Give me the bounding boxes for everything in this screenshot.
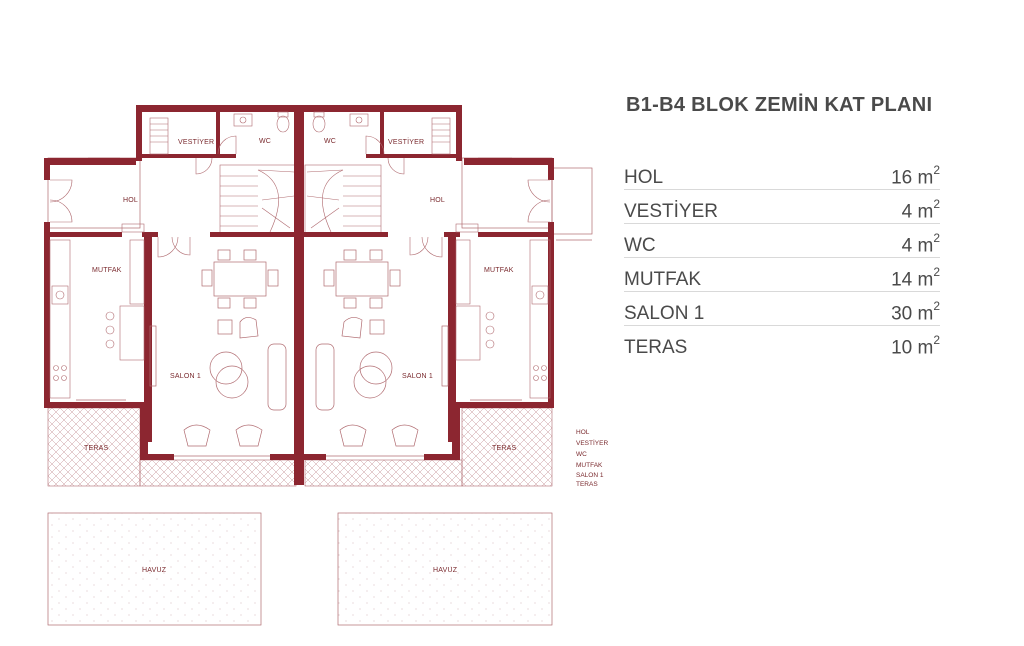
page-title: B1-B4 BLOK ZEMİN KAT PLANI xyxy=(626,94,933,116)
area-row-teras: TERAS 10 m2 xyxy=(624,326,940,359)
pool-left xyxy=(47,512,262,626)
plan-label-hol-right: HOL xyxy=(430,197,445,204)
area-row-vestiyer: VESTİYER 4 m2 xyxy=(624,190,940,224)
area-row-mutfak: MUTFAK 14 m2 xyxy=(624,258,940,292)
plan-label-teras-left: TERAS xyxy=(84,445,108,452)
area-value: 16 m2 xyxy=(891,163,940,189)
legend-item: VESTİYER xyxy=(576,438,608,447)
legend-item: MUTFAK xyxy=(576,462,603,469)
area-row-hol: HOL 16 m2 xyxy=(624,156,940,190)
area-room-name: TERAS xyxy=(624,337,688,359)
area-value: 14 m2 xyxy=(891,265,940,291)
area-room-name: WC xyxy=(624,235,656,257)
area-value: 30 m2 xyxy=(891,299,940,325)
terrace-strip-right xyxy=(304,459,463,487)
plan-label-mutfak-right: MUTFAK xyxy=(484,267,514,274)
plan-label-mutfak-left: MUTFAK xyxy=(92,267,122,274)
plan-label-wc-right: WC xyxy=(324,138,336,145)
area-room-name: VESTİYER xyxy=(624,201,718,223)
legend-item: TERAS xyxy=(576,481,598,488)
terrace-strip-left xyxy=(139,459,297,487)
legend-item: SALON 1 xyxy=(576,472,604,479)
plan-label-vestiyer-right: VESTİYER xyxy=(388,137,424,146)
plan-label-havuz-left: HAVUZ xyxy=(142,567,167,574)
area-value: 4 m2 xyxy=(901,197,940,223)
plan-label-vestiyer-left: VESTİYER xyxy=(178,137,214,146)
area-value: 4 m2 xyxy=(901,231,940,257)
pool-right xyxy=(337,512,553,626)
plan-label-havuz-right: HAVUZ xyxy=(433,567,458,574)
plan-label-wc-left: WC xyxy=(259,138,271,145)
legend-item: WC xyxy=(576,451,587,458)
terrace-right xyxy=(461,407,553,487)
plan-label-hol-left: HOL xyxy=(123,197,138,204)
legend-item: HOL xyxy=(576,429,590,436)
plan-label-teras-right: TERAS xyxy=(492,445,516,452)
area-room-name: SALON 1 xyxy=(624,303,705,325)
plan-label-salon-left: SALON 1 xyxy=(170,373,201,380)
area-room-name: HOL xyxy=(624,167,664,189)
area-table: HOL 16 m2 VESTİYER 4 m2 WC 4 m2 MUTFAK 1… xyxy=(624,156,940,359)
walls xyxy=(44,105,554,485)
plan-label-salon-right: SALON 1 xyxy=(402,373,433,380)
area-row-salon: SALON 1 30 m2 xyxy=(624,292,940,326)
area-room-name: MUTFAK xyxy=(624,269,702,291)
staircase-right xyxy=(304,164,382,234)
staircase-left xyxy=(219,164,297,234)
area-row-wc: WC 4 m2 xyxy=(624,224,940,258)
area-value: 10 m2 xyxy=(891,333,940,359)
terrace-left xyxy=(47,407,141,487)
